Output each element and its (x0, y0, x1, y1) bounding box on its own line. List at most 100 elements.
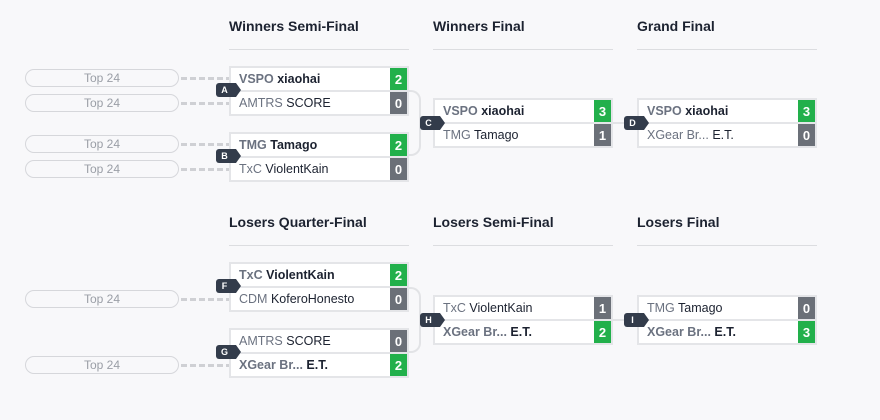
score: 0 (798, 297, 815, 319)
seed-pill: Top 24 (25, 160, 179, 178)
player-name: E.T. (306, 358, 328, 372)
seed-connector (181, 102, 229, 105)
player-name: E.T. (714, 325, 736, 339)
match-f[interactable]: TxC ViolentKain 2 CDM KoferoHonesto 0 (229, 262, 409, 312)
seed-connector (181, 364, 229, 367)
match-row[interactable]: TxC ViolentKain 1 (435, 297, 611, 319)
seed-pill: Top 24 (25, 69, 179, 87)
match-label-badge: I (624, 313, 649, 327)
player-name: Tamago (474, 128, 519, 142)
seed-connector (181, 77, 229, 80)
match-row[interactable]: XGear Br... E.T. 2 (231, 354, 407, 376)
divider (637, 49, 817, 50)
score: 2 (390, 354, 407, 376)
score: 3 (798, 100, 815, 122)
player-name: ViolentKain (266, 268, 335, 282)
team-tag: VSPO (443, 104, 478, 118)
player-name: SCORE (286, 96, 331, 110)
match-label-badge: F (216, 279, 241, 293)
match-label-badge: A (216, 83, 241, 97)
score: 2 (390, 68, 407, 90)
player-name: E.T. (510, 325, 532, 339)
player-name: ViolentKain (265, 162, 329, 176)
match-row[interactable]: XGear Br... E.T. 3 (639, 321, 815, 343)
seed-pill: Top 24 (25, 135, 179, 153)
team-tag: VSPO (239, 72, 274, 86)
player-name: xiaohai (481, 104, 525, 118)
player-name: Tamago (678, 301, 723, 315)
match-g[interactable]: AMTRS SCORE 0 XGear Br... E.T. 2 (229, 328, 409, 378)
score: 3 (798, 321, 815, 343)
divider (229, 49, 409, 50)
match-row[interactable]: VSPO xiaohai 3 (639, 100, 815, 122)
match-row[interactable]: TxC ViolentKain 0 (231, 158, 407, 180)
player-name: Tamago (270, 138, 318, 152)
match-row[interactable]: XGear Br... E.T. 0 (639, 124, 815, 146)
match-label-badge: H (420, 313, 445, 327)
player-name: KoferoHonesto (270, 292, 355, 306)
match-row[interactable]: AMTRS SCORE 0 (231, 330, 407, 352)
team-tag: TxC (239, 162, 262, 176)
round-header-winners-final: Winners Final (433, 18, 525, 34)
match-label-badge: B (216, 149, 241, 163)
score: 1 (594, 124, 611, 146)
score: 2 (390, 264, 407, 286)
score: 0 (798, 124, 815, 146)
score: 0 (390, 330, 407, 352)
round-header-winners-semi-final: Winners Semi-Final (229, 18, 359, 34)
seed-pill: Top 24 (25, 94, 179, 112)
match-row[interactable]: TMG Tamago 0 (639, 297, 815, 319)
match-row[interactable]: VSPO xiaohai 2 (231, 68, 407, 90)
match-b[interactable]: TMG Tamago 2 TxC ViolentKain 0 (229, 132, 409, 182)
team-tag: XGear Br... (239, 358, 303, 372)
score: 1 (594, 297, 611, 319)
player-name: ViolentKain (469, 301, 533, 315)
match-row[interactable]: VSPO xiaohai 3 (435, 100, 611, 122)
match-i[interactable]: TMG Tamago 0 XGear Br... E.T. 3 (637, 295, 817, 345)
team-tag: AMTRS (239, 334, 283, 348)
seed-pill: Top 24 (25, 356, 179, 374)
team-tag: AMTRS (239, 96, 283, 110)
match-row[interactable]: XGear Br... E.T.2 (435, 321, 611, 343)
divider (229, 245, 409, 246)
round-header-losers-quarter-final: Losers Quarter-Final (229, 214, 367, 230)
round-header-losers-final: Losers Final (637, 214, 720, 230)
match-row[interactable]: CDM KoferoHonesto 0 (231, 288, 407, 310)
player-name: E.T. (712, 128, 734, 142)
score: 0 (390, 158, 407, 180)
match-row[interactable]: TxC ViolentKain 2 (231, 264, 407, 286)
seed-connector (181, 143, 229, 146)
player-name: xiaohai (277, 72, 321, 86)
score: 0 (390, 92, 407, 114)
match-row[interactable]: AMTRS SCORE 0 (231, 92, 407, 114)
round-header-grand-final: Grand Final (637, 18, 715, 34)
match-row[interactable]: TMG Tamago 2 (231, 134, 407, 156)
divider (433, 49, 613, 50)
score: 3 (594, 100, 611, 122)
seed-pill: Top 24 (25, 290, 179, 308)
team-tag: XGear Br... (443, 325, 507, 339)
round-header-losers-semi-final: Losers Semi-Final (433, 214, 554, 230)
team-tag: TMG (647, 301, 675, 315)
match-d[interactable]: VSPO xiaohai 3 XGear Br... E.T. 0 (637, 98, 817, 148)
match-a[interactable]: VSPO xiaohai 2 AMTRS SCORE 0 (229, 66, 409, 116)
team-tag: TxC (443, 301, 466, 315)
team-tag: TxC (239, 268, 263, 282)
score: 2 (390, 134, 407, 156)
player-name: SCORE (286, 334, 331, 348)
match-h[interactable]: TxC ViolentKain 1 XGear Br... E.T.2 (433, 295, 613, 345)
match-label-badge: G (216, 345, 241, 359)
score: 0 (390, 288, 407, 310)
match-label-badge: C (420, 116, 445, 130)
team-tag: XGear Br... (647, 128, 709, 142)
team-tag: VSPO (647, 104, 682, 118)
team-tag: XGear Br... (647, 325, 711, 339)
divider (637, 245, 817, 246)
match-label-badge: D (624, 116, 649, 130)
team-tag: TMG (239, 138, 267, 152)
team-tag: CDM (239, 292, 268, 306)
seed-connector (181, 298, 229, 301)
player-name: xiaohai (685, 104, 729, 118)
